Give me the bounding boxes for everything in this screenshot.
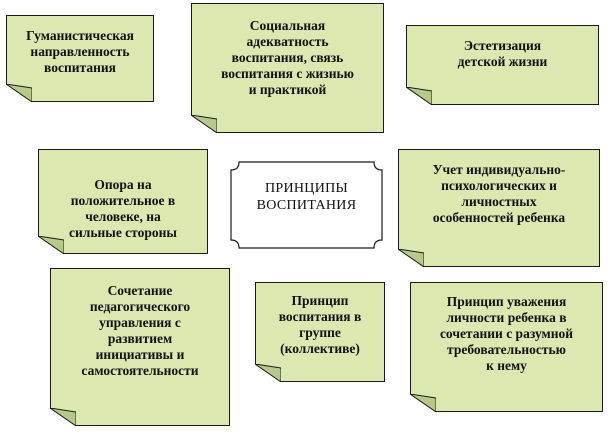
note-positive-reliance-text-content: Опора на положительное в человеке, на си… <box>69 177 177 240</box>
note-aesthetization-text: Эстетизация детской жизни <box>457 38 548 69</box>
note-positive-reliance-fold <box>38 236 64 254</box>
note-pedagogical-combination: Сочетание педагогического управления с р… <box>50 268 230 426</box>
note-individual-psych-fold <box>398 249 424 267</box>
note-individual-psych-text: Учет индивидуально- психологических и ли… <box>432 162 566 225</box>
center-title: ПРИНЦИПЫ ВОСПИТАНИЯ <box>256 181 357 213</box>
note-pedagogical-combination-fold <box>50 408 76 426</box>
center-frame-shape <box>230 161 383 249</box>
note-social-adequacy-text: Социальная адекватность воспитания, связ… <box>221 18 354 97</box>
note-respect-personality-text: Принцип уважения личности ребенка в соче… <box>439 294 574 373</box>
note-humanistic-fold <box>6 84 32 102</box>
note-pedagogical-combination-text: Сочетание педагогического управления с р… <box>81 283 199 378</box>
note-positive-reliance-text: Опора на положительное в человеке, на си… <box>39 161 207 241</box>
note-aesthetization-fold <box>406 87 432 105</box>
note-group-education: Принцип воспитания в группе (коллективе) <box>255 282 385 382</box>
note-positive-reliance: Опора на положительное в человеке, на си… <box>38 149 208 254</box>
center-principles-frame: ПРИНЦИПЫ ВОСПИТАНИЯ <box>229 160 384 250</box>
note-humanistic-text: Гуманистическая направленность воспитани… <box>26 28 134 75</box>
note-group-education-text: Принцип воспитания в группе (коллективе) <box>278 293 362 356</box>
note-individual-psych: Учет индивидуально- психологических и ли… <box>398 149 600 267</box>
note-group-education-fold <box>255 364 281 382</box>
note-aesthetization: Эстетизация детской жизни <box>406 25 599 105</box>
note-respect-personality-fold <box>410 394 436 412</box>
note-social-adequacy: Социальная адекватность воспитания, связ… <box>191 3 384 133</box>
note-respect-personality: Принцип уважения личности ребенка в соче… <box>410 282 603 412</box>
note-social-adequacy-fold <box>191 115 217 133</box>
